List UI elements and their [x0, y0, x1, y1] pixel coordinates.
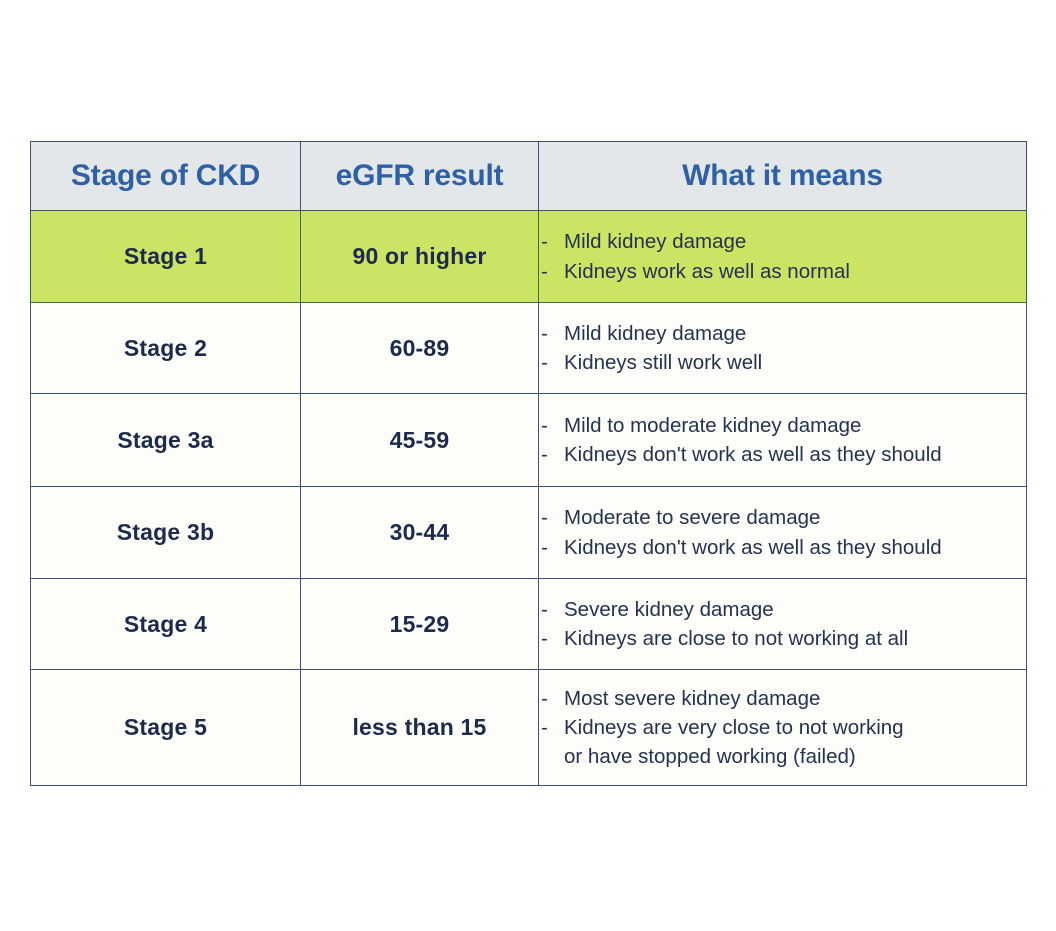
- means-list: -Mild kidney damage -Kidneys still work …: [539, 319, 1026, 377]
- cell-what-it-means: -Moderate to severe damage -Kidneys don'…: [538, 486, 1027, 579]
- bullet-dash-icon: -: [541, 351, 548, 374]
- cell-what-it-means: -Mild to moderate kidney damage -Kidneys…: [538, 393, 1027, 487]
- means-list: -Mild kidney damage -Kidneys work as wel…: [539, 227, 1026, 285]
- means-item: -Kidneys don't work as well as they shou…: [539, 533, 1026, 562]
- bullet-dash-icon: -: [541, 535, 548, 559]
- cell-egfr: 60-89: [300, 302, 539, 394]
- cell-stage: Stage 4: [30, 578, 301, 670]
- bullet-dash-icon: -: [541, 597, 548, 621]
- table-row: Stage 3a 45-59 -Mild to moderate kidney …: [30, 393, 1027, 487]
- means-list: -Severe kidney damage -Kidneys are close…: [539, 595, 1026, 653]
- means-item-text: Kidneys don't work as well as they shoul…: [564, 535, 942, 559]
- means-item: -Kidneys don't work as well as they shou…: [539, 440, 1026, 469]
- cell-what-it-means: -Mild kidney damage -Kidneys still work …: [538, 302, 1027, 394]
- means-item-text: Mild to moderate kidney damage: [564, 413, 862, 437]
- means-item-text: Kidneys work as well as normal: [564, 259, 850, 283]
- ckd-stages-table: Stage of CKD eGFR result What it means S…: [30, 141, 1027, 786]
- means-item: -Kidneys are very close to not working: [539, 713, 1026, 742]
- table-header: Stage of CKD eGFR result What it means: [30, 141, 1027, 211]
- means-item: -Moderate to severe damage: [539, 503, 1026, 532]
- bullet-dash-icon: -: [541, 259, 548, 283]
- bullet-dash-icon: -: [541, 627, 548, 650]
- means-item: -Mild to moderate kidney damage: [539, 411, 1026, 440]
- bullet-dash-icon: -: [541, 230, 548, 254]
- means-item: -Most severe kidney damage: [539, 684, 1026, 713]
- means-item: -Mild kidney damage: [539, 227, 1026, 256]
- column-header-stage: Stage of CKD: [30, 141, 301, 211]
- bullet-dash-icon: -: [541, 413, 548, 437]
- table-row: Stage 3b 30-44 -Moderate to severe damag…: [30, 486, 1027, 579]
- bullet-dash-icon: -: [541, 506, 548, 530]
- cell-what-it-means: -Most severe kidney damage -Kidneys are …: [538, 669, 1027, 786]
- cell-egfr: 30-44: [300, 486, 539, 579]
- cell-what-it-means: -Mild kidney damage -Kidneys work as wel…: [538, 210, 1027, 303]
- table-header-row: Stage of CKD eGFR result What it means: [30, 141, 1027, 211]
- table-row: Stage 1 90 or higher -Mild kidney damage…: [30, 210, 1027, 303]
- means-item: -Kidneys work as well as normal: [539, 257, 1026, 286]
- cell-stage: Stage 3a: [30, 393, 301, 487]
- table-row: Stage 2 60-89 -Mild kidney damage -Kidne…: [30, 302, 1027, 394]
- cell-what-it-means: -Severe kidney damage -Kidneys are close…: [538, 578, 1027, 670]
- column-header-egfr: eGFR result: [300, 141, 539, 211]
- cell-stage: Stage 3b: [30, 486, 301, 579]
- means-item-text: or have stopped working (failed): [564, 745, 856, 769]
- cell-egfr: 45-59: [300, 393, 539, 487]
- means-item: -Mild kidney damage: [539, 319, 1026, 348]
- cell-stage: Stage 2: [30, 302, 301, 394]
- means-item-text: Kidneys still work well: [564, 351, 763, 374]
- bullet-dash-icon: -: [541, 321, 548, 345]
- cell-egfr: less than 15: [300, 669, 539, 786]
- cell-egfr: 90 or higher: [300, 210, 539, 303]
- table-row: Stage 5 less than 15 -Most severe kidney…: [30, 669, 1027, 786]
- cell-stage: Stage 5: [30, 669, 301, 786]
- bullet-dash-icon: -: [541, 443, 548, 466]
- means-list: -Most severe kidney damage -Kidneys are …: [539, 684, 1026, 771]
- means-item-text: Kidneys don't work as well as they shoul…: [564, 443, 942, 466]
- means-item-text: Severe kidney damage: [564, 597, 774, 621]
- means-item: -Kidneys still work well: [539, 348, 1026, 377]
- means-item: -Kidneys are close to not working at all: [539, 624, 1026, 653]
- table-body: Stage 1 90 or higher -Mild kidney damage…: [30, 210, 1027, 786]
- means-item-text: Moderate to severe damage: [564, 506, 821, 530]
- means-item-text: Kidneys are close to not working at all: [564, 627, 909, 650]
- means-list: -Mild to moderate kidney damage -Kidneys…: [539, 411, 1026, 469]
- table-row: Stage 4 15-29 -Severe kidney damage -Kid…: [30, 578, 1027, 670]
- bullet-dash-icon: -: [541, 715, 548, 739]
- column-header-what-it-means: What it means: [538, 141, 1027, 211]
- means-item-text: Mild kidney damage: [564, 321, 747, 345]
- means-item-text: Kidneys are very close to not working: [564, 715, 904, 739]
- means-item-text: Mild kidney damage: [564, 230, 747, 254]
- means-item-continuation: or have stopped working (failed): [539, 742, 1026, 771]
- means-item-text: Most severe kidney damage: [564, 686, 821, 710]
- means-list: -Moderate to severe damage -Kidneys don'…: [539, 503, 1026, 561]
- cell-stage: Stage 1: [30, 210, 301, 303]
- cell-egfr: 15-29: [300, 578, 539, 670]
- bullet-dash-icon: -: [541, 686, 548, 710]
- means-item: -Severe kidney damage: [539, 595, 1026, 624]
